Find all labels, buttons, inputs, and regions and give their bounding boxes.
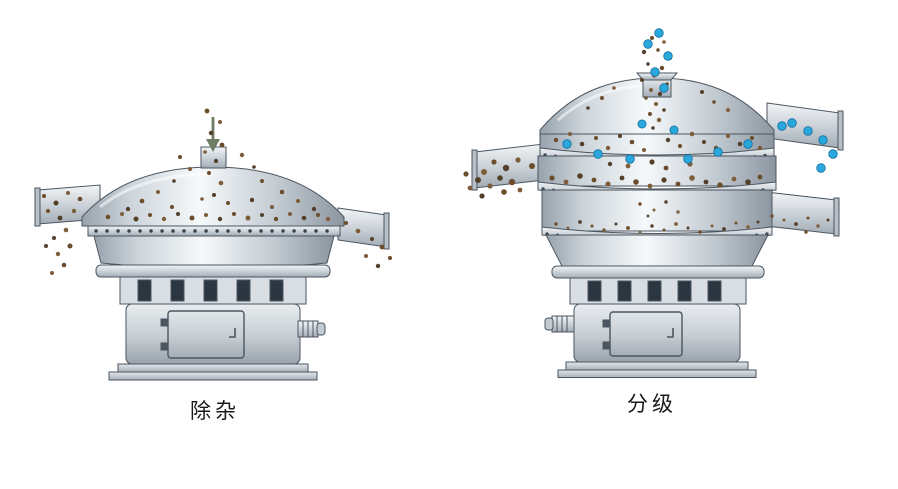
door-hinge-icon (602, 319, 611, 328)
clamp-ring (87, 225, 341, 237)
left-outlet-spout (471, 143, 545, 191)
sieve-triple-deck-drawing (463, 28, 844, 378)
door-latch-icon (667, 328, 674, 338)
right-outlet-spout (337, 207, 390, 250)
cabinet-door (609, 311, 683, 357)
feed-inlet (635, 72, 679, 98)
sieve-single-deck-drawing (34, 108, 392, 381)
door-hinge-icon (160, 342, 169, 351)
brown-particles (463, 36, 830, 234)
cabinet-door (167, 310, 245, 359)
door-hinge-icon (602, 341, 611, 350)
base-ring (95, 264, 331, 278)
vibration-motor (297, 320, 326, 338)
chamber-2 (537, 155, 777, 187)
base-plate (557, 361, 757, 378)
blue-particles (562, 28, 838, 173)
feed-arrow-icon (206, 117, 220, 152)
motor-cabinet (125, 303, 301, 365)
brown-particles (42, 108, 392, 275)
spring-stand (569, 277, 747, 305)
base-ring (551, 265, 765, 279)
screen-frame (93, 235, 335, 269)
door-hinge-icon (160, 318, 169, 327)
figure-impurity-removal: 除杂 (30, 95, 400, 425)
chamber-3 (541, 189, 773, 232)
label-grading: 分级 (627, 393, 677, 416)
motor-cabinet (573, 303, 741, 363)
figure-grading: 分级 (452, 28, 852, 418)
spring-stand (119, 276, 307, 305)
vibration-motor (544, 315, 575, 333)
label-impurity-removal: 除杂 (190, 400, 240, 423)
door-latch-icon (229, 328, 236, 338)
lower-right-outlet-spout (765, 191, 840, 237)
base-plate (108, 363, 318, 381)
